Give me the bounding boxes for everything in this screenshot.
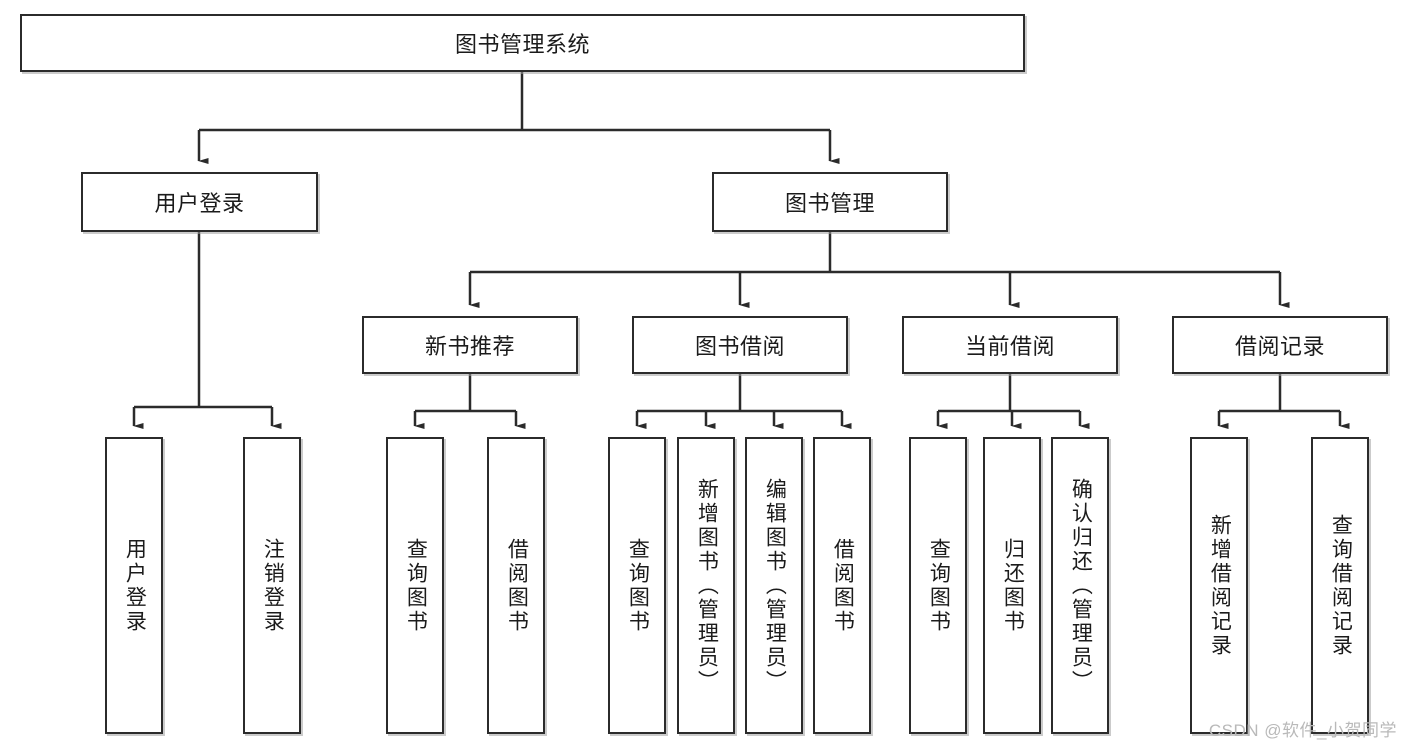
node-label-leaf-query-book-2: 查询图书	[626, 537, 650, 634]
node-box-leaf-query-book-2[interactable]: 查询图书	[608, 437, 666, 734]
node-box-root[interactable]: 图书管理系统	[20, 14, 1025, 72]
node-label-leaf-query-book-1: 查询图书	[404, 537, 428, 634]
node-label-leaf-add-record: 新增借阅记录	[1208, 513, 1232, 658]
node-box-user-login[interactable]: 用户登录	[81, 172, 318, 232]
node-box-new-book-recommend[interactable]: 新书推荐	[362, 316, 578, 374]
node-label-leaf-borrow-book-2: 借阅图书	[831, 537, 855, 634]
node-box-leaf-logout[interactable]: 注销登录	[243, 437, 301, 734]
node-box-current-borrow[interactable]: 当前借阅	[902, 316, 1118, 374]
node-label-new-book-recommend: 新书推荐	[424, 334, 515, 359]
node-label-leaf-user-login: 用户登录	[123, 537, 147, 634]
node-box-leaf-borrow-book-2[interactable]: 借阅图书	[813, 437, 871, 734]
node-label-leaf-return-book: 归还图书	[1001, 537, 1025, 634]
node-label-book-borrow: 图书借阅	[694, 334, 785, 359]
node-box-book-management[interactable]: 图书管理	[712, 172, 948, 232]
node-label-current-borrow: 当前借阅	[964, 334, 1055, 359]
node-box-leaf-return-book[interactable]: 归还图书	[983, 437, 1041, 734]
node-label-root: 图书管理系统	[454, 32, 590, 57]
node-label-leaf-edit-book: 编辑图书（管理员）	[763, 477, 787, 694]
node-box-leaf-confirm-return[interactable]: 确认归还（管理员）	[1051, 437, 1109, 734]
node-label-book-management: 图书管理	[784, 191, 875, 216]
node-box-borrow-record[interactable]: 借阅记录	[1172, 316, 1388, 374]
node-label-leaf-confirm-return: 确认归还（管理员）	[1069, 477, 1093, 694]
node-label-user-login: 用户登录	[154, 191, 245, 216]
node-box-leaf-user-login[interactable]: 用户登录	[105, 437, 163, 734]
watermark-text: CSDN @软件_小贺同学	[1208, 721, 1397, 740]
node-box-leaf-edit-book[interactable]: 编辑图书（管理员）	[745, 437, 803, 734]
node-box-book-borrow[interactable]: 图书借阅	[632, 316, 848, 374]
node-label-leaf-add-book: 新增图书（管理员）	[695, 477, 719, 694]
node-box-leaf-add-record[interactable]: 新增借阅记录	[1190, 437, 1248, 734]
node-label-leaf-query-record: 查询借阅记录	[1329, 513, 1353, 658]
node-label-borrow-record: 借阅记录	[1234, 334, 1325, 359]
node-box-leaf-query-record[interactable]: 查询借阅记录	[1311, 437, 1369, 734]
node-label-leaf-logout: 注销登录	[261, 537, 285, 634]
node-box-leaf-query-book-3[interactable]: 查询图书	[909, 437, 967, 734]
node-label-leaf-query-book-3: 查询图书	[927, 537, 951, 634]
node-box-leaf-borrow-book-1[interactable]: 借阅图书	[487, 437, 545, 734]
node-label-leaf-borrow-book-1: 借阅图书	[505, 537, 529, 634]
node-box-leaf-query-book-1[interactable]: 查询图书	[386, 437, 444, 734]
node-box-leaf-add-book[interactable]: 新增图书（管理员）	[677, 437, 735, 734]
